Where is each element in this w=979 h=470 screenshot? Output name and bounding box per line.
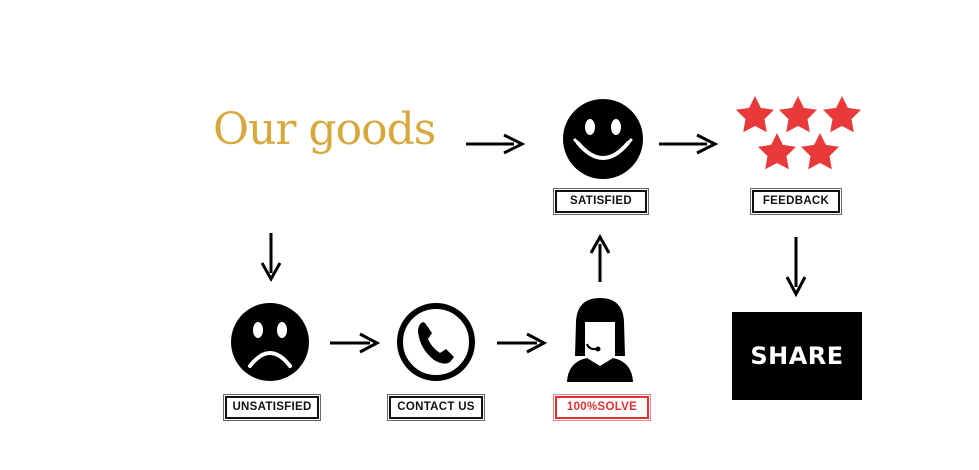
five-stars-icon <box>736 96 861 170</box>
100-solve-label: 100%SOLVE <box>553 394 651 421</box>
sad-face-icon <box>231 303 309 381</box>
arrow-down-icon <box>785 237 807 298</box>
satisfied-label: SATISFIED <box>553 188 649 215</box>
arrow-up-icon <box>589 233 611 282</box>
contact-us-label: CONTACT US <box>387 394 485 421</box>
diagram-title: Our goods <box>213 104 436 155</box>
arrow-down-icon <box>260 233 282 283</box>
support-agent-icon <box>567 298 633 382</box>
phone-icon <box>397 303 475 381</box>
arrow-right-icon <box>497 332 548 354</box>
smile-face-icon <box>563 99 643 179</box>
arrow-right-icon <box>466 133 526 155</box>
arrow-right-icon <box>330 332 381 354</box>
share-badge: SHARE <box>732 312 862 400</box>
unsatisfied-label: UNSATISFIED <box>223 394 321 421</box>
feedback-label: FEEDBACK <box>750 188 842 215</box>
arrow-right-icon <box>659 133 719 155</box>
